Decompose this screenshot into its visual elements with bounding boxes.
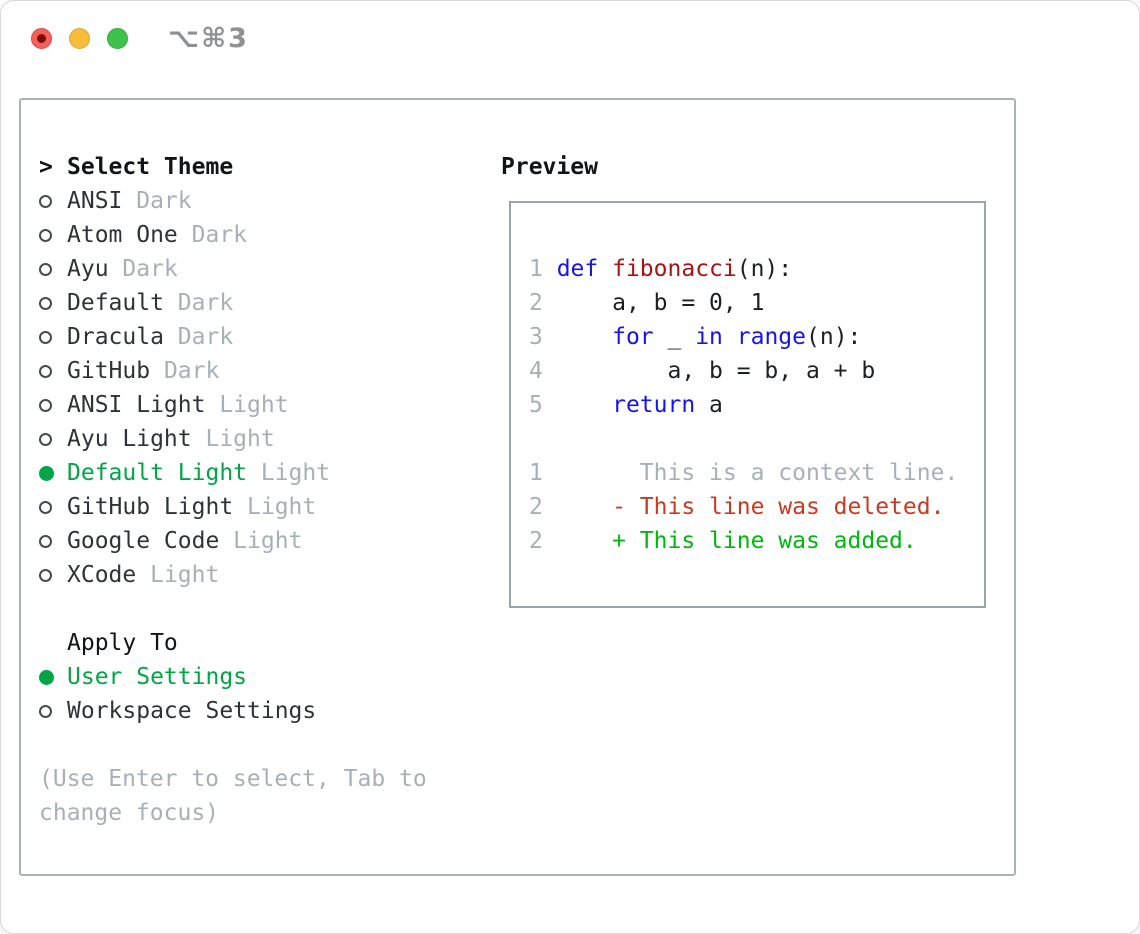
code-line: 1 This is a context line. <box>529 460 959 486</box>
line-number: 4 <box>529 358 557 384</box>
select-theme-header: > Select Theme <box>39 150 499 184</box>
preview-box: 1 def fibonacci(n): 2 a, b = 0, 1 3 for _ … <box>509 201 986 608</box>
line-number: 5 <box>529 392 557 418</box>
apply-option-workspace-settings[interactable]: Workspace Settings <box>39 694 499 728</box>
line-number: 1 <box>529 256 557 282</box>
radio-selected-icon <box>39 465 67 481</box>
theme-option-atom-one[interactable]: Atom One Dark <box>39 218 499 252</box>
titlebar: ⌥⌘3 <box>1 1 1139 73</box>
radio-icon <box>39 704 67 718</box>
theme-option-label: Dracula Dark <box>67 324 234 350</box>
theme-option-ansi-light[interactable]: ANSI Light Light <box>39 388 499 422</box>
code-line: 3 for _ in range(n): <box>529 324 862 350</box>
theme-option-label: GitHub Dark <box>67 358 220 384</box>
theme-option-label: Default Dark <box>67 290 234 316</box>
zoom-button[interactable] <box>107 28 128 49</box>
radio-icon <box>39 398 67 412</box>
radio-icon <box>39 568 67 582</box>
theme-option-label: Google Code Light <box>67 528 303 554</box>
apply-to-header: Apply To <box>39 626 499 660</box>
code-line: 4 a, b = b, a + b <box>529 358 876 384</box>
window-title: ⌥⌘3 <box>168 23 249 54</box>
apply-option-user-settings[interactable]: User Settings <box>39 660 499 694</box>
line-number: 1 <box>529 460 557 486</box>
radio-icon <box>39 228 67 242</box>
theme-option-xcode[interactable]: XCode Light <box>39 558 499 592</box>
code-line: 2 a, b = 0, 1 <box>529 290 765 316</box>
select-theme-title: Select Theme <box>67 154 234 180</box>
keyboard-hint: (Use Enter to select, Tab to change focu… <box>39 766 427 826</box>
minimize-button[interactable] <box>69 28 90 49</box>
theme-option-label: Ayu Dark <box>67 256 178 282</box>
code-preview: 1 def fibonacci(n): 2 a, b = 0, 1 3 for _ … <box>529 252 984 558</box>
theme-option-label: ANSI Dark <box>67 188 192 214</box>
radio-icon <box>39 330 67 344</box>
line-number: 2 <box>529 290 557 316</box>
line-number: 3 <box>529 324 557 350</box>
theme-option-label: XCode Light <box>67 562 220 588</box>
apply-to-title: Apply To <box>67 630 178 656</box>
theme-option-dracula[interactable]: Dracula Dark <box>39 320 499 354</box>
code-line <box>529 422 984 456</box>
radio-icon <box>39 534 67 548</box>
theme-option-ansi[interactable]: ANSI Dark <box>39 184 499 218</box>
radio-icon <box>39 296 67 310</box>
apply-option-label: Workspace Settings <box>67 698 317 724</box>
theme-option-ayu-light[interactable]: Ayu Light Light <box>39 422 499 456</box>
code-line: 1 def fibonacci(n): <box>529 256 793 282</box>
close-button[interactable] <box>31 28 52 49</box>
theme-option-label: GitHub Light Light <box>67 494 317 520</box>
line-number: 2 <box>529 494 557 520</box>
radio-icon <box>39 364 67 378</box>
theme-option-default[interactable]: Default Dark <box>39 286 499 320</box>
radio-icon <box>39 194 67 208</box>
radio-selected-icon <box>39 669 67 685</box>
theme-option-label: ANSI Light Light <box>67 392 289 418</box>
focus-marker: > <box>39 154 53 180</box>
radio-icon <box>39 500 67 514</box>
theme-option-ayu[interactable]: Ayu Dark <box>39 252 499 286</box>
theme-option-github-light[interactable]: GitHub Light Light <box>39 490 499 524</box>
radio-icon <box>39 432 67 446</box>
theme-option-default-light[interactable]: Default Light Light <box>39 456 499 490</box>
code-line: 5 return a <box>529 392 723 418</box>
apply-option-label: User Settings <box>67 664 248 690</box>
line-number: 2 <box>529 528 557 554</box>
theme-option-google-code[interactable]: Google Code Light <box>39 524 499 558</box>
theme-option-label: Ayu Light Light <box>67 426 275 452</box>
preview-title: Preview <box>501 154 598 180</box>
code-line: 2 - This line was deleted. <box>529 494 945 520</box>
theme-option-github[interactable]: GitHub Dark <box>39 354 499 388</box>
theme-option-label: Atom One Dark <box>67 222 248 248</box>
code-line: 2 + This line was added. <box>529 528 917 554</box>
theme-option-label: Default Light Light <box>67 460 331 486</box>
radio-icon <box>39 262 67 276</box>
